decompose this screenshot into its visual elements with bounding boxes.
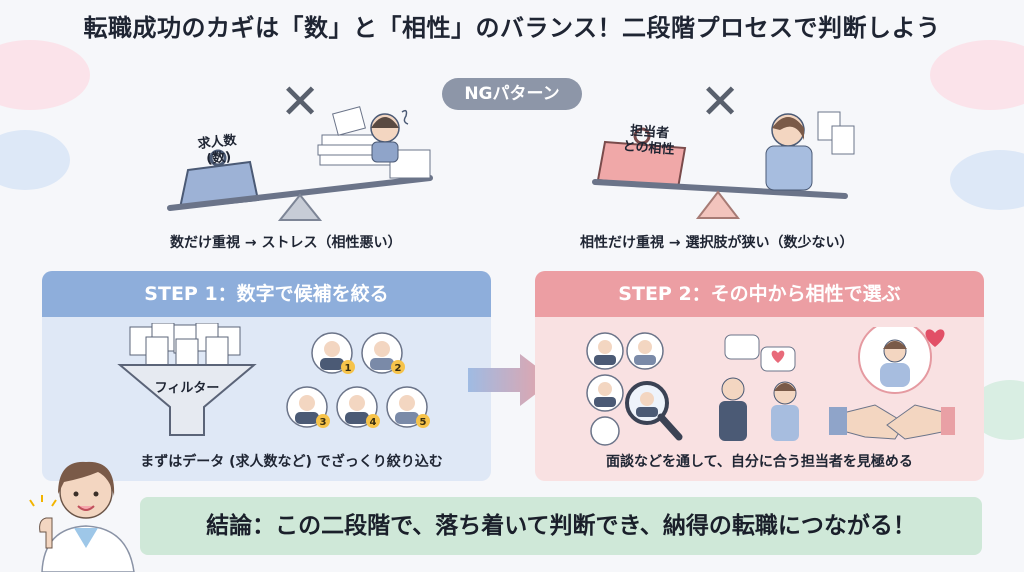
bg-cloud-decoration (0, 130, 70, 190)
bg-cloud-decoration (950, 150, 1024, 210)
badge-5: 5 (420, 417, 427, 428)
badge-2: 2 (395, 363, 402, 374)
funnel-illustration (117, 323, 257, 436)
step1-caption: まずはデータ (求人数など) でざっくり絞り込む (140, 454, 443, 470)
bg-cloud-decoration (0, 40, 90, 110)
advisor-thumbs-up-illustration (29, 461, 135, 572)
funnel-label: フィルター (154, 381, 220, 396)
badge-4: 4 (370, 417, 377, 428)
weight-label-compatibility: 担当者 との相性 (622, 123, 675, 158)
badge-3: 3 (320, 417, 327, 428)
ng-left-scale-illustration (167, 106, 433, 221)
arrow-right-icon (468, 354, 554, 406)
page-title: 転職成功のカギは「数」と「相性」のバランス！二段階プロセスで判断しよう (83, 14, 941, 42)
selection-illustration (586, 327, 955, 446)
ng-right-scale-illustration (592, 111, 855, 219)
x-mark-icon: ✕ (280, 74, 321, 130)
ng-right-caption: 相性だけ重視 → 選択肢が狭い（数少ない） (580, 235, 854, 251)
ng-pattern-badge: NGパターン (442, 78, 582, 110)
step2-caption: 面談などを通して、自分に合う担当者を見極める (606, 454, 913, 470)
step2-card: STEP 2：その中から相性で選ぶ (535, 271, 984, 481)
x-mark-icon: ✕ (700, 74, 741, 130)
conclusion-banner: 結論：この二段階で、落ち着いて判断でき、納得の転職につながる！ (140, 497, 982, 555)
step1-title: STEP 1：数字で候補を絞る (42, 271, 491, 317)
step1-card: STEP 1：数字で候補を絞る フィルター (42, 271, 491, 481)
bg-cloud-decoration (930, 40, 1024, 110)
ng-left-caption: 数だけ重視 → ストレス（相性悪い） (170, 235, 402, 251)
step2-title: STEP 2：その中から相性で選ぶ (535, 271, 984, 317)
step2-body: 面談などを通して、自分に合う担当者を見極める (535, 317, 984, 481)
candidate-avatars: 1 2 3 4 5 (286, 332, 430, 428)
step1-body: フィルター 1 2 3 4 5 まずはデータ (求人数など) でざっくり絞 (42, 317, 491, 481)
badge-1: 1 (345, 363, 352, 374)
